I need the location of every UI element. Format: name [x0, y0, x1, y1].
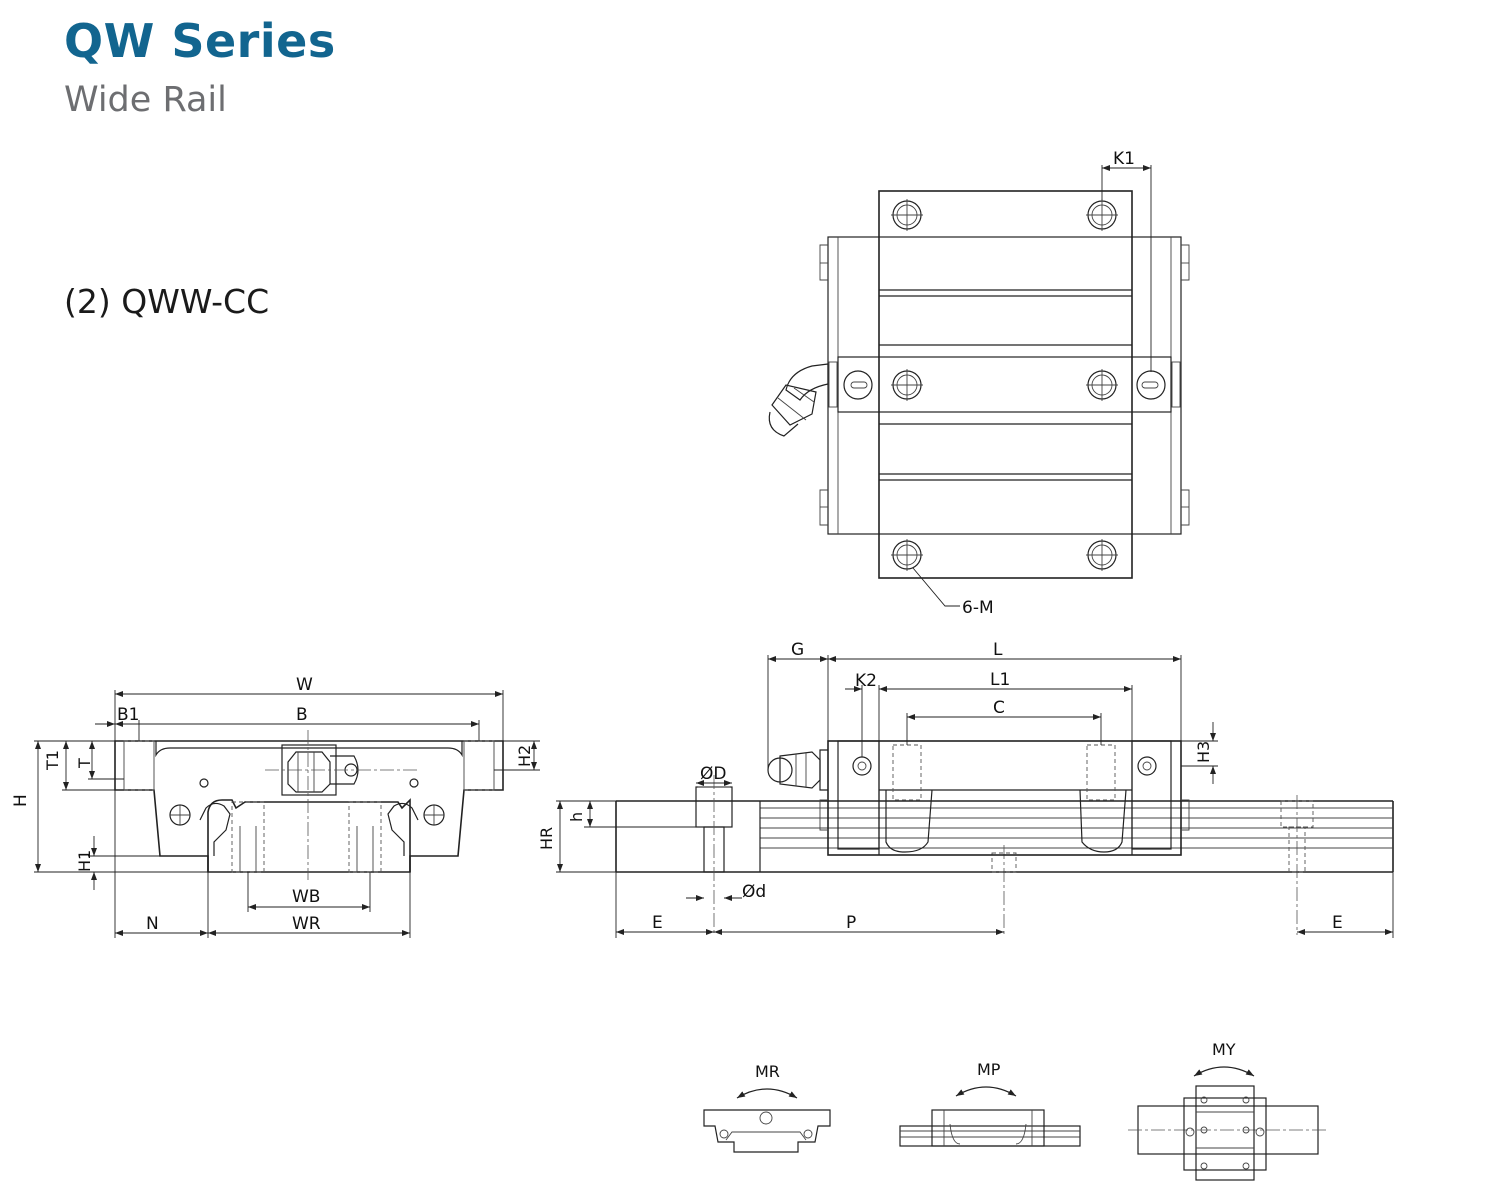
side-lube-port — [852, 756, 872, 776]
dim-e-right: E — [1332, 913, 1343, 933]
front-view: W B1 B H T1 T H1 H2 — [11, 675, 540, 938]
series-subtitle: Wide Rail — [64, 80, 227, 120]
side-block — [827, 740, 1182, 856]
dim-hr: HR — [537, 827, 556, 850]
top-view-end-body — [827, 236, 1182, 535]
seal-screw — [423, 804, 445, 826]
model-label: (2) QWW-CC — [64, 282, 270, 321]
top-view-block — [878, 190, 1133, 579]
moment-my-diagram: MY — [1128, 1040, 1326, 1181]
label-mr: MR — [755, 1062, 780, 1081]
lube-port — [843, 370, 873, 400]
dim-c: C — [993, 698, 1005, 718]
label-mp: MP — [977, 1060, 1001, 1079]
dim-b: B — [296, 705, 308, 725]
dim-h1: H1 — [75, 850, 94, 872]
moment-mp-diagram: MP — [899, 1060, 1081, 1147]
dim-h-small: h — [567, 812, 586, 822]
mount-hole — [891, 539, 923, 571]
dim-e-left: E — [652, 913, 663, 933]
mount-hole — [1086, 369, 1118, 401]
dim-h: H — [11, 794, 31, 807]
dim-l: L — [993, 640, 1003, 660]
dim-wb: WB — [292, 887, 320, 907]
seal-screw — [169, 804, 191, 826]
dim-h3: H3 — [1194, 741, 1213, 763]
lube-port — [1136, 370, 1166, 400]
dim-od-small: Ød — [742, 882, 766, 902]
dim-h2: H2 — [515, 745, 534, 767]
dim-wr: WR — [292, 914, 321, 934]
mount-hole — [1086, 539, 1118, 571]
dim-g: G — [791, 640, 804, 660]
grease-nipple — [768, 363, 829, 437]
grease-nipple-side — [767, 749, 828, 791]
series-title: QW Series — [64, 14, 336, 68]
label-my: MY — [1212, 1040, 1236, 1059]
dim-k2: K2 — [855, 671, 877, 691]
dim-k1: K1 — [1113, 149, 1135, 169]
dim-t1: T1 — [43, 750, 62, 771]
dim-w: W — [296, 675, 313, 695]
mount-hole — [1086, 199, 1118, 231]
front-block-outline — [114, 740, 504, 873]
label-6m: 6-M — [962, 598, 994, 618]
mount-hole — [891, 369, 923, 401]
dim-n: N — [146, 914, 159, 934]
dim-t: T — [75, 758, 94, 769]
side-lube-port — [1137, 756, 1157, 776]
dim-p: P — [846, 913, 856, 933]
top-view: K1 6-M — [768, 149, 1190, 618]
side-view: G L K2 L1 C H3 ØD Ød h HR — [537, 640, 1394, 938]
dim-od-big: ØD — [700, 764, 726, 784]
mount-hole — [891, 199, 923, 231]
dim-b1: B1 — [117, 705, 139, 725]
dim-l1: L1 — [990, 670, 1010, 690]
moment-mr-diagram: MR — [703, 1062, 831, 1153]
